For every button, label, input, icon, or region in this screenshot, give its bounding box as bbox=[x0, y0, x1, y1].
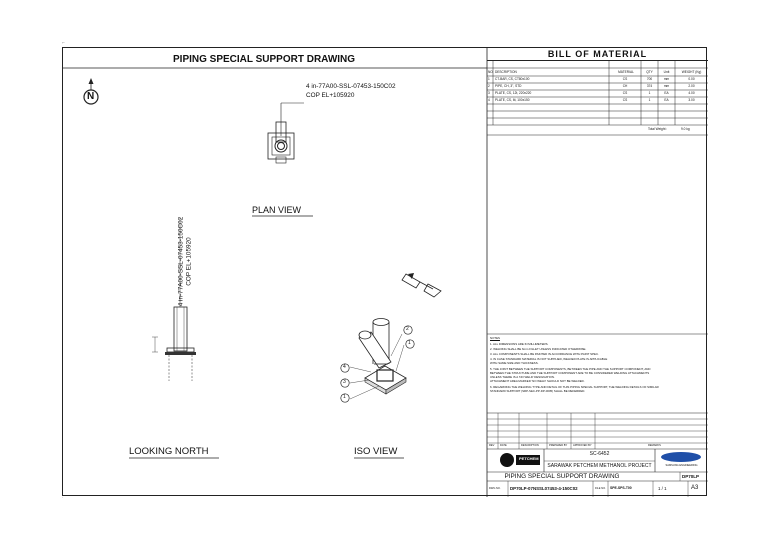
bom-cell: 2 bbox=[488, 84, 490, 88]
north-letter: N bbox=[87, 91, 95, 102]
bom-total-label: Total Weight : bbox=[648, 127, 668, 131]
rev-header: APPROVED BY bbox=[573, 444, 592, 447]
dwg-number: DP70LP-07NSSL07453-4-150C02 bbox=[510, 486, 578, 491]
note-line: STANDARD SUPPORT (SRP-SEC-PP-DP-0005) SH… bbox=[490, 389, 586, 393]
bom-cell: 3 bbox=[488, 91, 490, 95]
dwg-no-label: DWG NO. bbox=[489, 487, 501, 490]
bom-cell: mm bbox=[663, 77, 670, 81]
bom-cell: CT-BAR, CS, CT80x100 bbox=[495, 77, 530, 81]
note-line: WITH SAME SIZE AND THICKNESS. bbox=[490, 361, 539, 365]
bom-total-value: 9.0 kg bbox=[681, 127, 690, 131]
north-cop-elevation-label: COP EL+105920 bbox=[185, 237, 193, 286]
plan-cop-elevation-label: COP EL+105920 bbox=[306, 92, 355, 99]
bom-cell: PLATE, CS, 6t, 100x150 bbox=[495, 98, 530, 102]
rev-header: DESCRIPTION bbox=[521, 444, 539, 447]
client-logo-text: PETCHEM bbox=[519, 456, 539, 461]
bom-cell: 700 bbox=[646, 77, 653, 81]
doc-number: SC-6452 bbox=[589, 451, 610, 457]
crop-mark-top-left: ⌐ bbox=[62, 40, 65, 46]
plan-line-number-label: 4 in-77A00-SSL-07453-150C02 bbox=[306, 83, 396, 90]
bom-cell: 4 bbox=[488, 98, 490, 102]
iso-view-label: ISO VIEW bbox=[354, 446, 398, 457]
title-block-grid bbox=[487, 449, 708, 497]
bom-cell: 4.00 bbox=[688, 91, 695, 95]
note-line: 1. ALL DIMENSIONS ARE IN MILLIMETERS. bbox=[490, 342, 549, 346]
title-block-drawing-title: PIPING SPECIAL SUPPORT DRAWING bbox=[504, 473, 620, 480]
contractor-logo-icon bbox=[661, 452, 701, 462]
sheet-number: 1 / 1 bbox=[658, 486, 667, 491]
bom-header-weight: WEIGHT (Kg) bbox=[681, 70, 702, 74]
plan-view-label: PLAN VIEW bbox=[252, 205, 302, 215]
note-line: 2. WELDING SHALL BE 6mm FILLET UNLESS IN… bbox=[490, 347, 587, 351]
bom-cell: EA bbox=[664, 98, 669, 102]
note-line: BETWEEN THE STRUCTURE AND THE SUPPORT CO… bbox=[490, 371, 650, 375]
bom-header-no: NO. bbox=[488, 70, 493, 74]
note-line: 5. THE JOINT BETWEEN THE SUPPORT COMPONE… bbox=[490, 367, 651, 371]
note-line: 6. REGARDING THE WELDING TYPE AND DETAIL… bbox=[490, 385, 659, 389]
north-line-number-label: 4 in-77A00-SSL-07453-150C02 bbox=[177, 216, 185, 307]
rev-header: PREPARED BY bbox=[549, 444, 568, 447]
notes-heading: NOTES bbox=[490, 336, 500, 340]
bom-cell: 2.00 bbox=[688, 84, 695, 88]
bom-cell: CS bbox=[622, 77, 628, 81]
contractor-name: SAMSUNG ENGINEERING bbox=[665, 464, 698, 467]
balloon-1-lower: 1 bbox=[343, 394, 346, 400]
bom-cell: 1 bbox=[648, 98, 651, 102]
drawing-code: DP70LP bbox=[682, 474, 700, 479]
note-line: UNLESS THERE IS A 'NO WELD' DESIGNATION. bbox=[490, 375, 555, 379]
sheet-size: A3 bbox=[691, 485, 699, 491]
bom-header-qty: QTY bbox=[646, 70, 653, 74]
bom-cell: CH bbox=[622, 84, 628, 88]
bom-cell: mm bbox=[663, 84, 670, 88]
drawing-title: PIPING SPECIAL SUPPORT DRAWING bbox=[173, 54, 356, 65]
bom-cell: 1 bbox=[648, 91, 651, 95]
client-logo-icon bbox=[500, 453, 540, 467]
balloon-3: 3 bbox=[343, 379, 346, 385]
crop-mark-bottom-left: . bbox=[62, 494, 64, 500]
bom-cell: 0.00 bbox=[688, 77, 695, 81]
bom-cell: 1 bbox=[488, 77, 490, 81]
bom-header-unit: Unit bbox=[663, 70, 670, 74]
bom-cell: PIPE, CH, 3", STD bbox=[495, 84, 522, 88]
iso-direction-marker-icon bbox=[401, 273, 442, 298]
rev-header: DATE bbox=[500, 444, 507, 447]
bom-header-description: DESCRIPTION bbox=[495, 70, 517, 74]
looking-north-drawing bbox=[152, 218, 196, 381]
rev-header: REMARKS bbox=[648, 444, 661, 447]
plan-view-drawing bbox=[267, 102, 304, 164]
bom-cell: PLATE, CS, 12t, 220x220 bbox=[495, 91, 532, 95]
looking-north-label: LOOKING NORTH bbox=[129, 446, 209, 457]
iso-view-drawing bbox=[340, 318, 415, 403]
project-name: SARAWAK PETCHEM METHANOL PROJECT bbox=[547, 463, 652, 469]
drawing-sheet: PIPING SPECIAL SUPPORT DRAWING bbox=[62, 47, 708, 497]
bom-header-material: MATERIAL bbox=[618, 70, 634, 74]
bom-cell: CS bbox=[622, 98, 628, 102]
file-no-label: FILE NO. bbox=[595, 487, 606, 490]
bom-cell: 3.00 bbox=[688, 98, 695, 102]
note-line: ATTACHMENT AREA MARKED 'NO WELD' SHOULD … bbox=[490, 379, 585, 383]
bom-grid bbox=[487, 60, 708, 136]
bom-title: BILL OF MATERIAL bbox=[487, 48, 708, 61]
note-line: 3. ALL COMPONENTS SHALL BE PAINTED IN AC… bbox=[490, 352, 599, 356]
drawing-linework bbox=[63, 48, 708, 497]
bom-cell: EA bbox=[664, 91, 669, 95]
balloon-4: 4 bbox=[343, 364, 346, 370]
north-arrow-icon bbox=[83, 78, 99, 105]
balloon-2: 2 bbox=[406, 326, 409, 332]
file-number: SPE-SPS-T00 bbox=[610, 486, 632, 490]
bom-cell: 374 bbox=[646, 84, 653, 88]
note-line: 4. IN CASE STANDARD MATERIAL IS NOT SUPP… bbox=[490, 357, 608, 361]
bom-cell: CS bbox=[622, 91, 628, 95]
balloon-1-upper: 1 bbox=[408, 340, 411, 346]
revision-grid bbox=[487, 412, 708, 450]
rev-header: REV bbox=[489, 444, 495, 447]
